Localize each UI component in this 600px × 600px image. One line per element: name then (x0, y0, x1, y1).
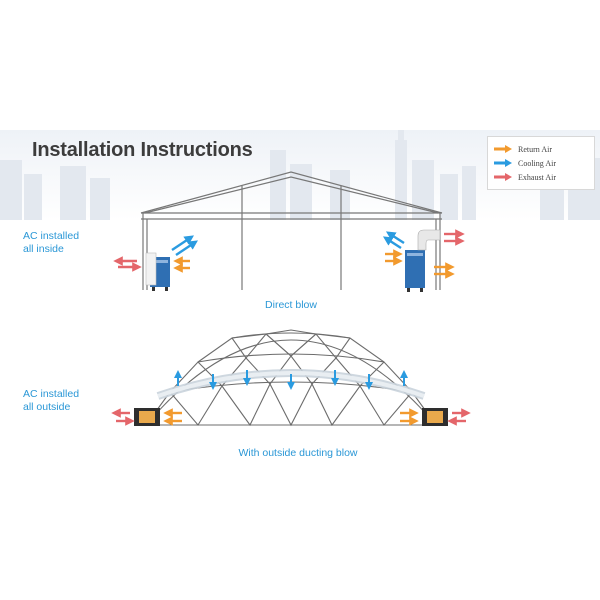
ac-unit-outside-left (134, 408, 160, 426)
label-line: AC installed (23, 388, 80, 400)
legend: Return Air Cooling Air Exhaust Air (487, 136, 595, 190)
duct-outlet-arrows (174, 370, 408, 390)
label-ac-inside: AC installed all inside (23, 230, 79, 256)
tent-frame (140, 171, 443, 290)
blue-arrow-icon (494, 159, 512, 167)
right-inside-arrows (382, 229, 465, 279)
red-arrow-icon (494, 173, 512, 181)
label-line: AC installed (23, 230, 80, 242)
label-ac-outside: AC installed all outside (23, 388, 79, 414)
label-line: all outside (23, 401, 71, 413)
caption-outside-ducting-blow: With outside ducting blow (238, 447, 358, 459)
caption-direct-blow: Direct blow (265, 299, 317, 311)
legend-item-exhaust-air: Exhaust Air (494, 171, 556, 183)
page-title: Installation Instructions (32, 139, 253, 161)
geodesic-dome (140, 329, 442, 427)
ac-unit-right (405, 229, 441, 292)
legend-label: Exhaust Air (518, 172, 556, 182)
left-inside-arrows (113, 235, 198, 273)
legend-item-return-air: Return Air (494, 143, 552, 155)
orange-arrow-icon (494, 145, 512, 153)
ac-unit-left (145, 252, 170, 291)
outside-arrows (111, 408, 471, 426)
label-line: all inside (23, 243, 64, 255)
legend-label: Cooling Air (518, 158, 557, 168)
ac-unit-outside-right (422, 408, 448, 426)
legend-item-cooling-air: Cooling Air (494, 157, 556, 169)
legend-label: Return Air (518, 144, 552, 154)
